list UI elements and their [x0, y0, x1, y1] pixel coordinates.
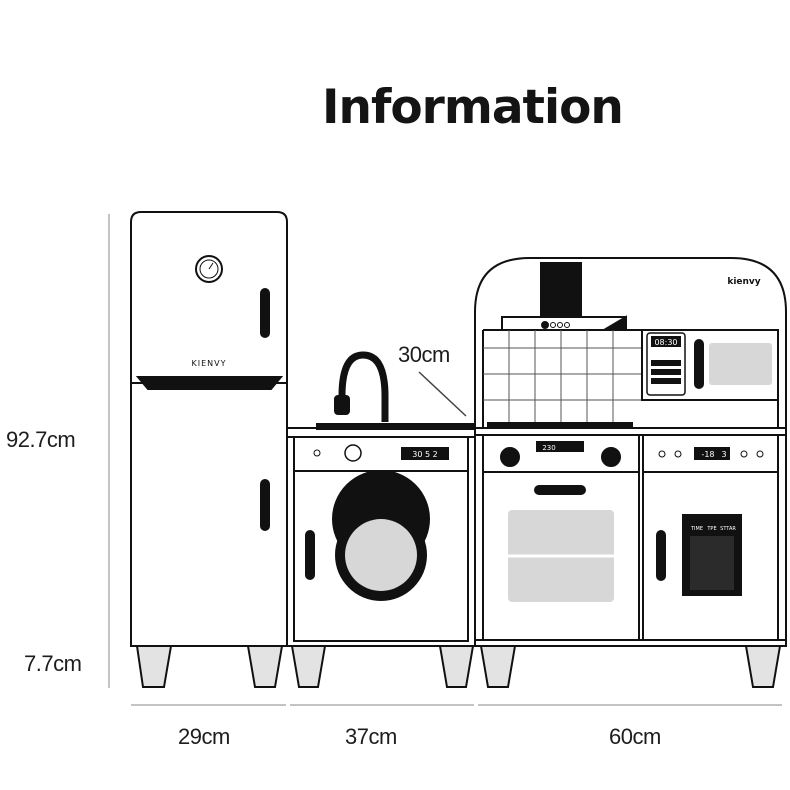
- stove-knob-right: [601, 447, 621, 467]
- screen-label-time: TIME: [690, 526, 703, 532]
- fridge-leg-right: [246, 645, 284, 688]
- fridge: KIENVY: [130, 211, 288, 688]
- microwave-handle: [694, 339, 704, 389]
- stove-display-text: 230: [542, 444, 555, 452]
- washer-handle: [305, 530, 315, 580]
- cabinet-display-extra: 3: [721, 450, 726, 459]
- total-height-label: 92.7cm: [6, 427, 76, 452]
- fridge-width-label: 29cm: [178, 724, 230, 749]
- cabinet-handle: [656, 530, 666, 581]
- fridge-leg-left: [135, 645, 173, 688]
- kitchen-unit: kienvy: [474, 257, 787, 688]
- range-hood: [540, 262, 582, 316]
- fridge-brand: KIENVY: [191, 359, 226, 368]
- microwave-display: [651, 336, 681, 347]
- washer-display-text: 30 5 2: [412, 450, 437, 459]
- cabinet-display: [694, 447, 730, 460]
- kitchen-brand: kienvy: [727, 277, 760, 287]
- sink-gap-label: 30cm: [398, 342, 450, 367]
- stove-display: [536, 441, 584, 452]
- kitchen-leg-right: [744, 645, 782, 688]
- stove-knob-left: [500, 447, 520, 467]
- washer-knob: [344, 444, 362, 462]
- leg-height-label: 7.7cm: [24, 651, 82, 676]
- faucet: [338, 351, 389, 422]
- washer-unit: 30 5 2: [286, 351, 476, 688]
- fridge-top-handle: [260, 288, 270, 338]
- oven-handle: [534, 485, 586, 495]
- page-title: Information: [322, 80, 624, 135]
- kitchen-width-label: 60cm: [609, 724, 661, 749]
- dimension-lines: [108, 214, 782, 706]
- microwave-time: 08:30: [654, 338, 677, 347]
- washer-display: [401, 447, 449, 460]
- microwave-window: [709, 343, 772, 385]
- washer-width-label: 37cm: [345, 724, 397, 749]
- washer-leg-left: [290, 645, 327, 688]
- screen-label-tpe: TPE: [706, 526, 716, 532]
- cabinet-display-text: -18: [701, 450, 714, 459]
- fridge-bottom-handle: [260, 479, 270, 531]
- kitchen-leg-left: [479, 645, 517, 688]
- tile-backsplash: [483, 330, 642, 428]
- washer-leg-right: [438, 645, 475, 688]
- screen-label-sttar: STTAR: [720, 526, 736, 532]
